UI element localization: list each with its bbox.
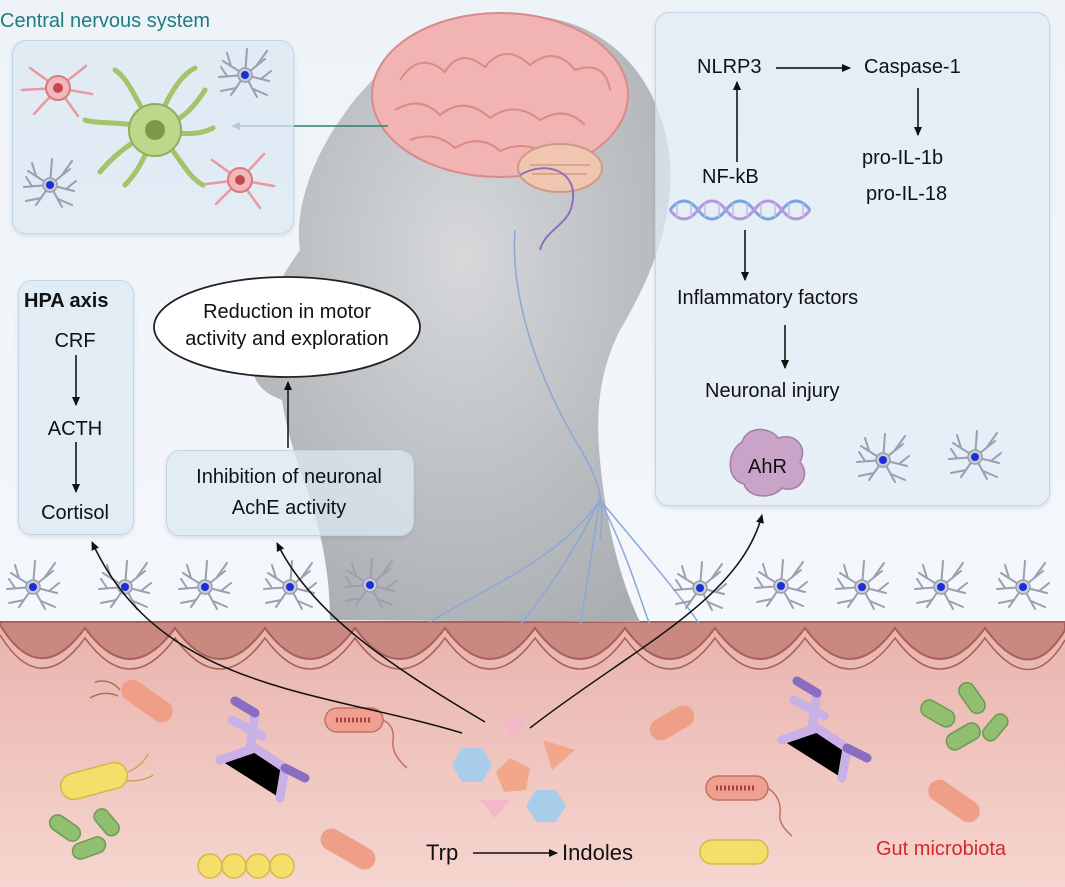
hpa-axis-title: HPA axis (24, 290, 109, 312)
brain-icon (371, 12, 629, 193)
hpa-axis-panel (18, 280, 134, 535)
bacteria-icon (48, 679, 1009, 879)
ache-line-2: AchE activity (231, 497, 347, 519)
inflammation-panel (655, 12, 1050, 506)
cns-title: Central nervous system (0, 10, 211, 32)
astrocyte-icon (82, 65, 216, 188)
metabolite-shapes (452, 718, 575, 822)
nfkb-label: NF-kB (702, 166, 759, 188)
ache-panel (166, 450, 414, 536)
indole-molecule-icon (215, 676, 872, 803)
indoles-label: Indoles (562, 840, 633, 865)
hpa-step-crf: CRF (54, 330, 96, 352)
caspase-label: Caspase-1 (864, 56, 961, 78)
motor-line-2: activity and exploration (185, 328, 389, 350)
ache-line-1: Inhibition of neuronal (196, 466, 382, 488)
hpa-step-acth: ACTH (47, 418, 103, 440)
motor-line-1: Reduction in motor (203, 301, 371, 323)
neuronal-injury-label: Neuronal injury (705, 380, 840, 402)
il18-label: pro-IL-18 (866, 183, 948, 205)
gut-microbiota-label: Gut microbiota (876, 838, 1007, 860)
dna-icon (668, 199, 812, 221)
gut-tissue (0, 622, 1065, 887)
il1b-label: pro-IL-1b (862, 147, 944, 169)
trp-label: Trp (426, 840, 459, 865)
ahr-receptor-icon (729, 428, 806, 497)
pathway-arrows (91, 514, 764, 734)
vagus-nerve (429, 229, 701, 626)
intestinal-villi (0, 621, 1065, 661)
inflammatory-factors-label: Inflammatory factors (677, 287, 859, 309)
motor-activity-bubble (153, 276, 421, 378)
nlrp3-label: NLRP3 (697, 56, 762, 78)
microglia-icon (20, 64, 276, 210)
hpa-step-cortisol: Cortisol (41, 502, 109, 524)
ahr-label: AhR (748, 456, 787, 478)
